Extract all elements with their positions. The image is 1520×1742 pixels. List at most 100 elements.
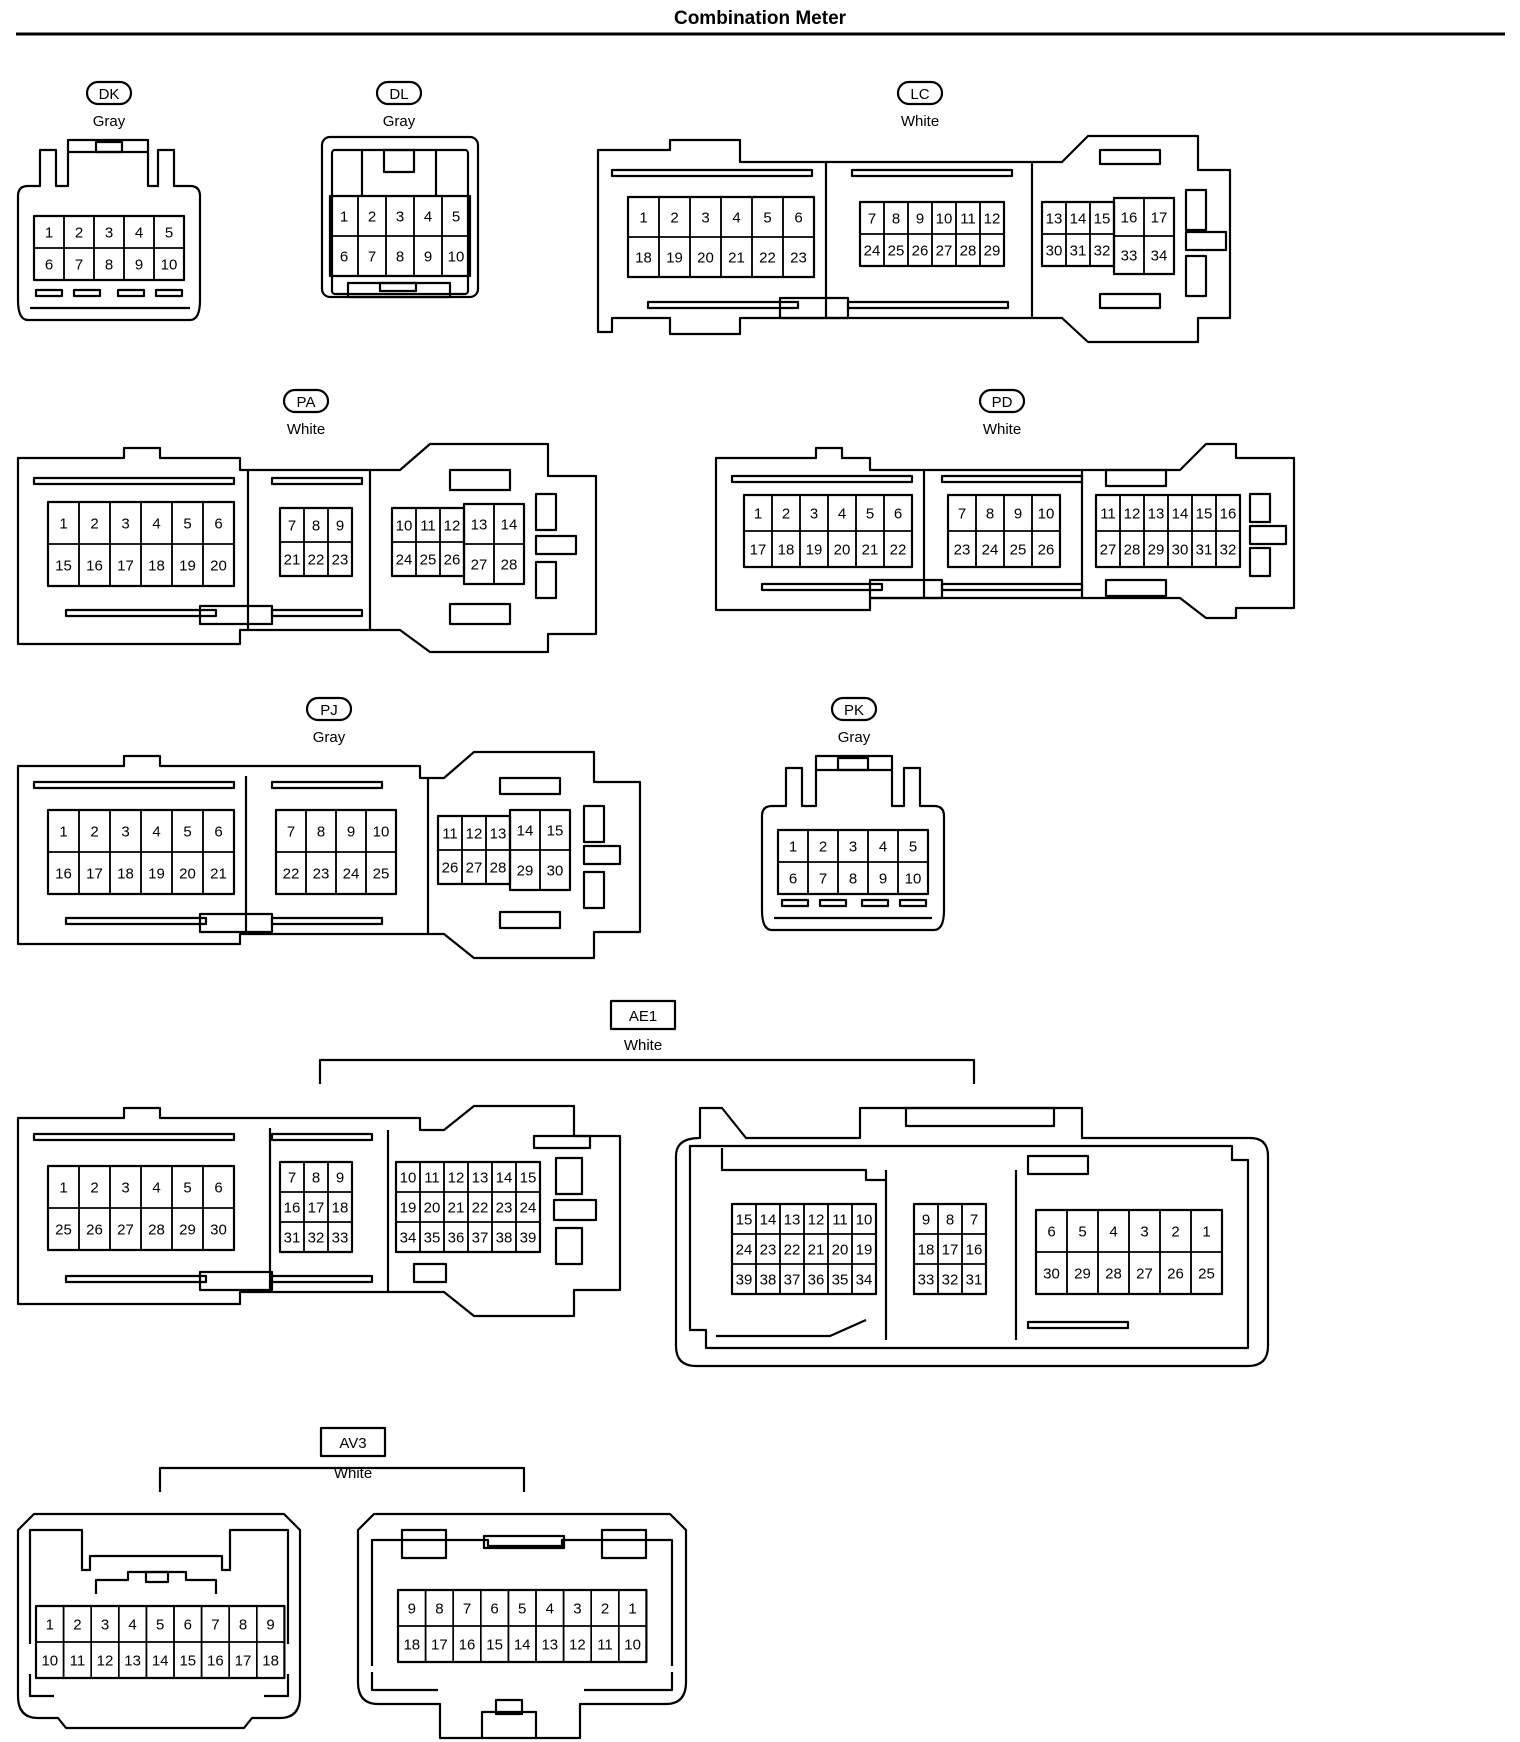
pin-number: 13 bbox=[472, 1169, 489, 1186]
pin-number: 22 bbox=[472, 1199, 489, 1216]
pin-number: 1 bbox=[59, 824, 67, 841]
pin-number: 30 bbox=[1172, 541, 1189, 558]
connector-color: Gray bbox=[383, 113, 416, 130]
pin-number: 8 bbox=[435, 1600, 443, 1617]
pin-number: 28 bbox=[1124, 541, 1141, 558]
pin-number: 1 bbox=[639, 210, 647, 227]
pin-number: 18 bbox=[262, 1652, 279, 1669]
pin-number: 8 bbox=[892, 210, 900, 227]
connector-color: White bbox=[334, 1465, 372, 1482]
pin-number: 7 bbox=[463, 1600, 471, 1617]
pin-number: 18 bbox=[918, 1241, 935, 1258]
pin-number: 19 bbox=[400, 1199, 417, 1216]
pin-number: 24 bbox=[343, 866, 360, 883]
pin-number: 9 bbox=[922, 1211, 930, 1228]
pin-number: 13 bbox=[541, 1636, 558, 1653]
pin-number: 6 bbox=[184, 1616, 192, 1633]
pin-number: 31 bbox=[1196, 541, 1213, 558]
pin-cell bbox=[1215, 530, 1241, 568]
pin-number: 16 bbox=[86, 558, 103, 575]
pin-number: 29 bbox=[517, 863, 534, 880]
connector-code: PK bbox=[844, 702, 864, 719]
pin-number: 18 bbox=[635, 250, 652, 267]
pin-number: 3 bbox=[101, 1616, 109, 1633]
pin-number: 10 bbox=[396, 517, 413, 534]
pin-number: 5 bbox=[183, 824, 191, 841]
pin-number: 24 bbox=[736, 1241, 753, 1258]
pin-number: 9 bbox=[408, 1600, 416, 1617]
connector-code-label-box bbox=[319, 1426, 387, 1458]
latch bbox=[836, 756, 870, 772]
connector-code: PD bbox=[992, 394, 1013, 411]
pin-number: 21 bbox=[284, 551, 301, 568]
pin-number: 11 bbox=[70, 1652, 86, 1669]
pin-number: 29 bbox=[1074, 1266, 1091, 1283]
connector-housing bbox=[596, 134, 1232, 344]
pin-cell bbox=[441, 235, 471, 277]
pin-number: 16 bbox=[459, 1636, 476, 1653]
pin-number: 4 bbox=[546, 1600, 554, 1617]
pin-number: 20 bbox=[834, 542, 851, 559]
pin-number: 32 bbox=[1094, 242, 1111, 259]
pin-number: 26 bbox=[86, 1222, 103, 1239]
pin-number: 39 bbox=[520, 1229, 537, 1246]
connector-color: White bbox=[901, 113, 939, 130]
pin-number: 7 bbox=[819, 871, 827, 888]
pin-number: 6 bbox=[214, 516, 222, 533]
pin-number: 29 bbox=[984, 242, 1001, 259]
pin-number: 7 bbox=[288, 517, 296, 534]
pin-number: 20 bbox=[179, 866, 196, 883]
pin-number: 16 bbox=[1220, 505, 1237, 522]
pin-number: 15 bbox=[520, 1169, 537, 1186]
pin-number: 35 bbox=[832, 1271, 849, 1288]
pin-number: 3 bbox=[396, 209, 404, 226]
pin-number: 35 bbox=[424, 1229, 441, 1246]
connector-code: PJ bbox=[320, 702, 338, 719]
pin-number: 30 bbox=[547, 863, 564, 880]
pin-number: 3 bbox=[573, 1600, 581, 1617]
pin-number: 28 bbox=[960, 242, 977, 259]
pin-number: 19 bbox=[179, 558, 196, 575]
pin-number: 32 bbox=[1220, 541, 1237, 558]
connector-code-badge bbox=[305, 696, 353, 722]
pin-number: 12 bbox=[984, 210, 1001, 227]
pin-number: 2 bbox=[90, 516, 98, 533]
pin-number: 6 bbox=[789, 871, 797, 888]
pin-number: 14 bbox=[517, 823, 534, 840]
pin-number: 12 bbox=[808, 1211, 825, 1228]
pin-number: 27 bbox=[117, 1222, 134, 1239]
pin-number: 14 bbox=[152, 1652, 169, 1669]
connector-code: LC bbox=[910, 86, 929, 103]
pin-number: 25 bbox=[1198, 1266, 1215, 1283]
pin-number: 19 bbox=[148, 866, 165, 883]
pin-number: 4 bbox=[128, 1616, 136, 1633]
pin-number: 1 bbox=[340, 209, 348, 226]
connector-housing bbox=[16, 138, 202, 322]
pin-number: 5 bbox=[156, 1616, 164, 1633]
pin-number: 28 bbox=[501, 557, 518, 574]
pin-cell bbox=[327, 1221, 353, 1253]
pin-number: 2 bbox=[782, 506, 790, 523]
pin-number: 15 bbox=[179, 1652, 196, 1669]
pin-number: 4 bbox=[1109, 1224, 1117, 1241]
pin-number: 27 bbox=[466, 859, 483, 876]
pin-number: 18 bbox=[148, 558, 165, 575]
pin-number: 25 bbox=[55, 1222, 72, 1239]
pin-number: 24 bbox=[864, 242, 881, 259]
connector-code: DK bbox=[99, 86, 120, 103]
pin-number: 22 bbox=[890, 542, 907, 559]
connector-color: Gray bbox=[838, 729, 871, 746]
connector-code-badge bbox=[375, 80, 423, 106]
pin-number: 5 bbox=[909, 839, 917, 856]
pin-number: 16 bbox=[284, 1199, 301, 1216]
pin-cell bbox=[255, 1641, 286, 1679]
pin-number: 14 bbox=[1172, 505, 1189, 522]
pin-number: 37 bbox=[472, 1229, 489, 1246]
pin-number: 21 bbox=[448, 1199, 465, 1216]
